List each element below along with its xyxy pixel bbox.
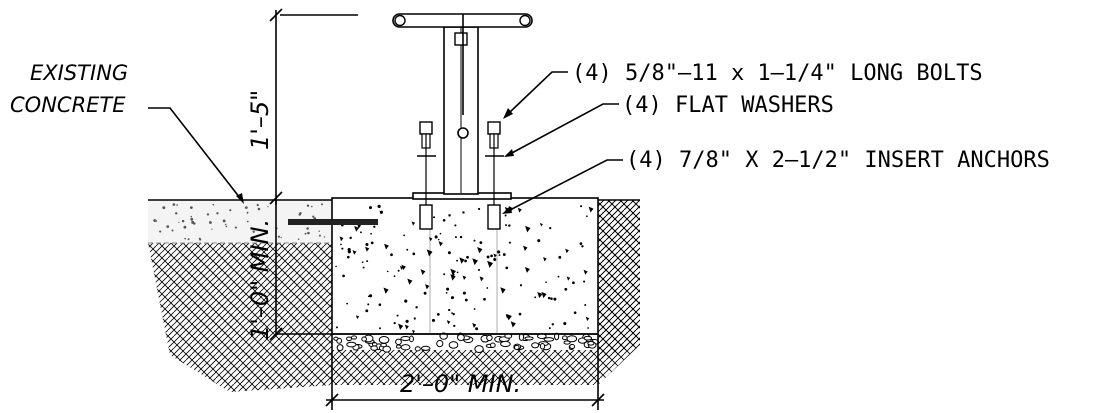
bolt-left — [417, 121, 436, 225]
concrete-aggregate-speckles — [153, 203, 594, 334]
washers-leader — [504, 103, 619, 157]
bolt-right — [485, 121, 504, 225]
rail-end-right — [519, 14, 531, 27]
post-hole — [457, 127, 469, 139]
existing-concrete-leader — [148, 107, 244, 204]
bolts-label: (4) 5/8"–11 x 1–1/4" LONG BOLTS — [572, 61, 983, 86]
depth-dimension-text: 1'–0" MIN. — [246, 219, 274, 340]
existing-label-line2: CONCRETE — [10, 93, 126, 117]
rail-end-left — [394, 14, 406, 27]
height-dimension-text: 1'–5" — [246, 90, 274, 150]
gravel-base — [333, 332, 600, 354]
washers-label: (4) FLAT WASHERS — [622, 93, 834, 118]
dowel-bar — [288, 219, 378, 225]
width-dimension-text: 2'–0" MIN. — [400, 370, 521, 398]
bolts-leader — [503, 71, 568, 119]
insert-anchor-left — [419, 204, 433, 230]
soil-hatch — [148, 200, 640, 392]
rail-clamp — [454, 32, 468, 46]
anchors-label: (4) 7/8" X 2–1/2" INSERT ANCHORS — [626, 148, 1050, 173]
depth-dimension — [269, 198, 332, 341]
height-dimension — [269, 8, 358, 205]
anchors-leader — [502, 159, 623, 214]
soil-hatch-right — [598, 200, 640, 360]
concrete-footing — [331, 197, 599, 335]
existing-label-line1: EXISTING — [30, 61, 128, 85]
insert-anchor-right — [487, 204, 501, 230]
width-dimension — [325, 334, 605, 410]
